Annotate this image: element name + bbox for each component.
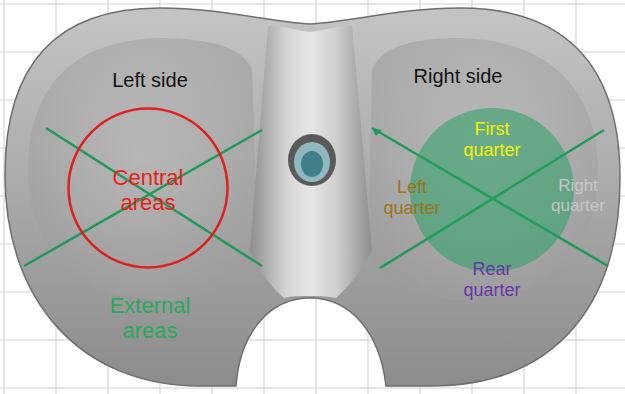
area-label: External areas [90, 293, 210, 344]
quarter-label: First quarter [450, 119, 534, 160]
area-label: Central areas [98, 165, 198, 216]
quarter-label: Rear quarter [450, 259, 534, 300]
side-label: Left side [80, 69, 220, 92]
side-label: Right side [388, 65, 528, 88]
quarter-label: Right quarter [543, 176, 613, 215]
central-area-circle: Central areas [66, 106, 230, 270]
quarter-circle: First quarterLeft quarterRight quarterRe… [410, 108, 574, 272]
quarter-label: Left quarter [377, 177, 447, 218]
